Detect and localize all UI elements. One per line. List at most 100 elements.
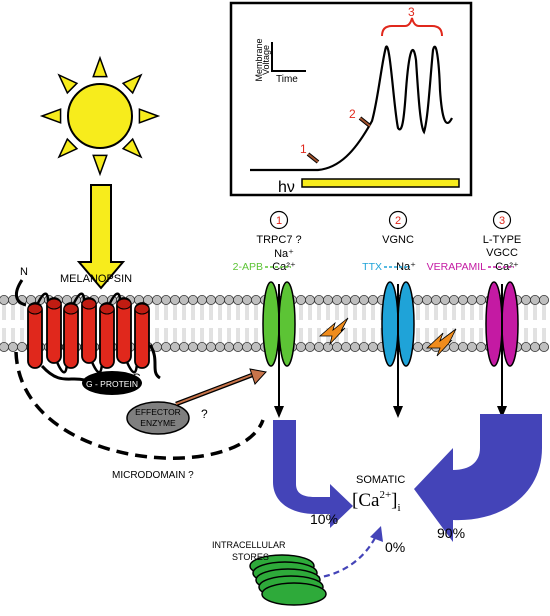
lipid-head — [187, 294, 198, 305]
lipid-head — [241, 341, 252, 352]
somatic-label: SOMATIC — [356, 474, 405, 486]
channel-number-badge — [388, 210, 408, 230]
stores-label-2: STORES — [232, 552, 269, 562]
channel-number-badge — [269, 210, 289, 230]
voltage-inset: Membrane Voltage Time hν 1 2 3 — [229, 1, 473, 197]
lipid-head — [241, 294, 252, 305]
axis-y-label-1: Membrane — [254, 38, 264, 81]
effector-enzyme — [126, 401, 190, 435]
lipid-head — [169, 341, 180, 352]
n-terminus-label: N — [20, 266, 28, 278]
lipid-head — [196, 294, 207, 305]
lipid-head — [367, 294, 378, 305]
lipid-head — [466, 294, 477, 305]
ion-label: Na⁺ — [274, 248, 294, 260]
lipid-head — [7, 341, 18, 352]
blocker-label: VERAPAMIL — [427, 261, 486, 273]
inset-axes-icon — [271, 42, 306, 72]
lipid-head — [358, 294, 369, 305]
sun-icon — [39, 55, 161, 177]
channel-subunit — [485, 281, 503, 367]
lipid-head — [457, 294, 468, 305]
channel-subunit — [501, 281, 519, 367]
lipid-head — [313, 294, 324, 305]
light-arrow — [76, 184, 126, 290]
lipid-head — [232, 341, 243, 352]
lipid-head — [421, 294, 432, 305]
sun-ray — [57, 73, 79, 95]
channel-number: 2 — [395, 215, 401, 227]
melanopsin-helix — [81, 297, 97, 364]
lipid-head — [295, 294, 306, 305]
lipid-head — [304, 341, 315, 352]
channel-name: TRPC7 ? — [256, 234, 301, 246]
lipid-head — [521, 341, 532, 352]
lipid-head — [439, 294, 450, 305]
voltage-trace — [250, 45, 453, 172]
depolarization-bolt-1 — [318, 317, 349, 346]
pct-right: 90% — [437, 525, 465, 541]
channel-subunit — [262, 281, 280, 367]
channel-number: 1 — [276, 215, 282, 227]
blocker-label: 2-APB — [233, 261, 263, 273]
lipid-head — [412, 341, 423, 352]
lipid-head — [250, 294, 261, 305]
lipid-head — [367, 341, 378, 352]
sun-ray — [121, 73, 143, 95]
lipid-head — [539, 294, 550, 305]
lipid-head — [205, 294, 216, 305]
store-cisterna — [261, 582, 327, 606]
lipid-head — [430, 294, 441, 305]
lipid-head — [0, 342, 9, 352]
lipid-head — [313, 341, 324, 352]
inset-frame — [229, 1, 473, 197]
pct-stores: 0% — [385, 539, 405, 555]
marker-2: 2 — [349, 107, 356, 121]
ion-label: Ca²⁺ — [495, 261, 519, 273]
g-protein — [82, 371, 142, 395]
lipid-head — [322, 341, 333, 352]
lipid-head — [475, 341, 486, 352]
sun-ray — [138, 108, 161, 124]
channel-subunit — [397, 281, 415, 367]
lipid-head — [448, 294, 459, 305]
sun-ray — [92, 154, 108, 177]
lipid-head — [457, 341, 468, 352]
g-protein-label: G - PROTEIN — [86, 379, 138, 389]
lipid-head — [223, 294, 234, 305]
microdomain-label: MICRODOMAIN ? — [112, 470, 194, 481]
lipid-head — [214, 294, 225, 305]
lipid-head — [539, 341, 550, 352]
lipid-head — [530, 341, 541, 352]
lipid-head — [349, 294, 360, 305]
light-stimulus-bar — [301, 178, 460, 188]
lipid-head — [466, 341, 477, 352]
melanopsin-helix — [46, 297, 62, 364]
lipid-head — [521, 294, 532, 305]
microdomain-arc — [14, 351, 265, 460]
lipid-head — [223, 341, 234, 352]
axis-x-label: Time — [276, 74, 298, 85]
marker-1: 1 — [300, 142, 307, 156]
melanopsin-label: MELANOPSIN — [60, 273, 132, 285]
lipid-head — [295, 341, 306, 352]
lipid-head — [530, 294, 541, 305]
lipid-head — [475, 294, 486, 305]
lipid-head — [331, 341, 342, 352]
lipid-head — [358, 341, 369, 352]
lipid-head — [448, 341, 459, 352]
lipid-head — [214, 341, 225, 352]
store-flux-arrow — [313, 535, 377, 580]
effector-label-1: EFFECTOR — [135, 407, 181, 417]
light-label: hν — [278, 179, 295, 196]
channel-name: VGNC — [382, 234, 414, 246]
sun-ray — [39, 108, 62, 124]
lipid-head — [169, 294, 180, 305]
lipid-head — [160, 341, 171, 352]
lipid-head — [151, 294, 162, 305]
melanopsin-helix — [63, 302, 79, 369]
channel-number-badge — [492, 210, 512, 230]
